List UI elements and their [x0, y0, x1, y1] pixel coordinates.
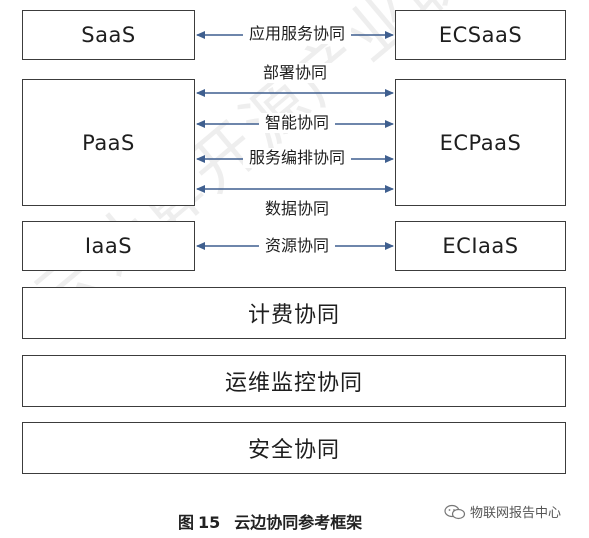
billing-collaboration-bar: 计费协同 [22, 287, 566, 339]
caption-title: 云边协同参考框架 [234, 513, 363, 532]
caption-number: 15 [198, 513, 221, 532]
watermark-tag: 物联网报告中心 [444, 502, 561, 521]
security-collaboration-bar: 安全协同 [22, 422, 566, 474]
link-label-deploy: 部署协同 [256, 63, 334, 83]
ecsaas-box: ECSaaS [395, 10, 566, 60]
link-label-app-service: 应用服务协同 [242, 24, 352, 44]
link-label-data: 数据协同 [258, 199, 336, 219]
iaas-box: IaaS [22, 221, 195, 271]
ecpaas-box: ECPaaS [395, 79, 566, 206]
ops-monitoring-collaboration-bar: 运维监控协同 [22, 355, 566, 407]
saas-box: SaaS [22, 10, 195, 60]
paas-box: PaaS [22, 79, 195, 206]
eciaas-box: ECIaaS [395, 221, 566, 271]
link-label-intelligent: 智能协同 [258, 113, 336, 133]
wechat-icon [444, 504, 466, 519]
link-label-resource: 资源协同 [258, 236, 336, 256]
watermark-tag-text: 物联网报告中心 [470, 506, 562, 521]
caption-label: 图 [178, 513, 195, 532]
link-label-service-orchestration: 服务编排协同 [242, 148, 352, 168]
